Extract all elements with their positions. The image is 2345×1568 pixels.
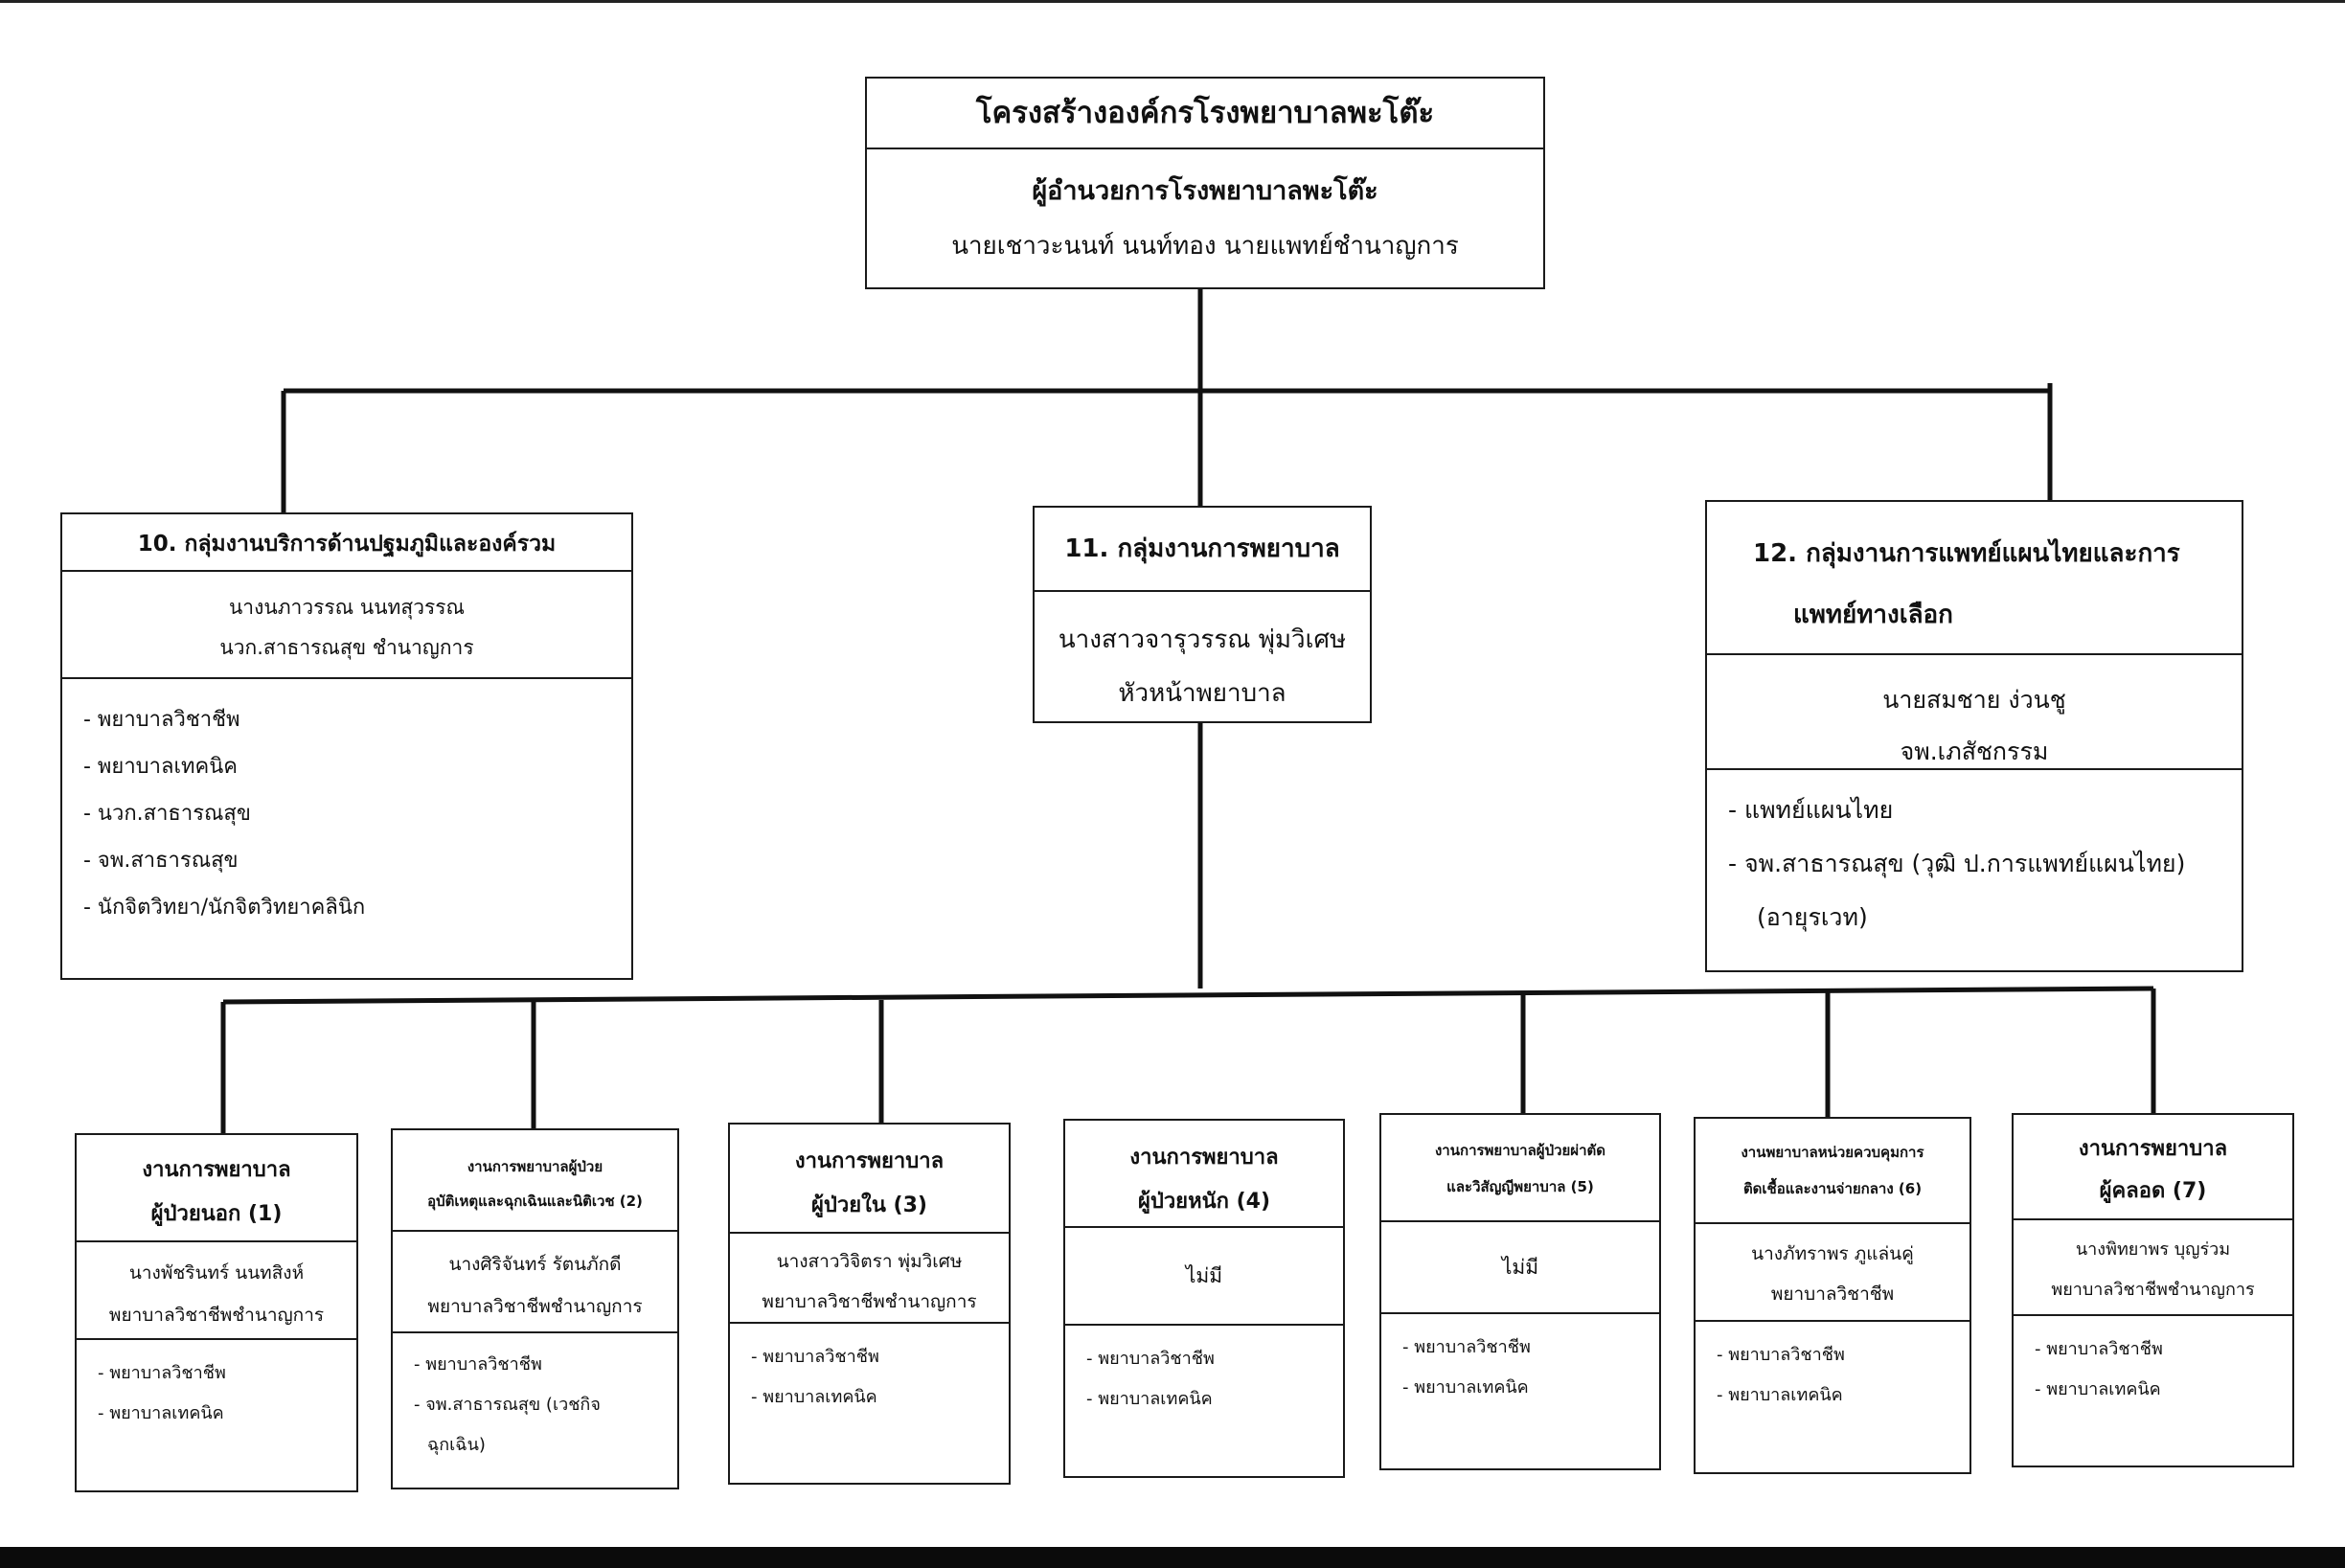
group-12-head-position: จพ.เภสัชกรรม (1900, 738, 2049, 765)
unit-2-staff-item: ฉุกเฉิน) (427, 1435, 486, 1455)
unit-7-staff-item: - พยาบาลวิชาชีพ (2035, 1339, 2163, 1359)
unit-5-title-line1: งานการพยาบาลผู้ป่วยผ่าตัด (1434, 1142, 1605, 1159)
unit-1-staff-item: - พยาบาลเทคนิค (98, 1403, 224, 1423)
group-10-title: 10. กลุ่มงานบริการด้านปฐมภูมิและองค์รวม (137, 532, 557, 557)
unit-7-head-position: พยาบาลวิชาชีพชำนาญการ (2051, 1280, 2255, 1300)
unit-5-title-line2: และวิสัญญีพยาบาล (5) (1446, 1178, 1594, 1195)
unit-5-head-name: ไม่มี (1501, 1255, 1539, 1279)
unit-4-title-line2: ผู้ป่วยหนัก (4) (1137, 1190, 1271, 1214)
group-10-staff-item: - จพ.สาธารณสุข (83, 849, 239, 873)
connector-lower-bar (222, 986, 2154, 1005)
unit-4-staff-item: - พยาบาลวิชาชีพ (1086, 1349, 1215, 1369)
unit-2-box: งานการพยาบาลผู้ป่วย อุบัติเหตุและฉุกเฉิน… (391, 1128, 679, 1489)
group-12-staff-item: - จพ.สาธารณสุข (วุฒิ ป.การแพทย์แผนไทย) (1728, 850, 2186, 877)
group-12-box: 12. กลุ่มงานการแพทย์แผนไทยและการ แพทย์ทา… (1705, 500, 2243, 972)
unit-4-head-name: ไม่มี (1185, 1263, 1223, 1287)
director-box: โครงสร้างองค์กรโรงพยาบาลพะโต๊ะ ผู้อำนวยก… (865, 77, 1545, 289)
unit-1-head-name: นางพัชรินทร์ นนทสิงห์ (128, 1262, 305, 1284)
group-10-staff-item: - นวก.สาธารณสุข (83, 802, 251, 826)
unit-4-title-line1: งานการพยาบาล (1129, 1146, 1279, 1170)
unit-6-head-position: พยาบาลวิชาชีพ (1770, 1284, 1895, 1305)
unit-3-staff-item: - พยาบาลวิชาชีพ (751, 1347, 879, 1367)
unit-3-head-position: พยาบาลวิชาชีพชำนาญการ (762, 1291, 977, 1312)
unit-7-title-line1: งานการพยาบาล (2078, 1137, 2228, 1161)
unit-5-staff-item: - พยาบาลวิชาชีพ (1402, 1337, 1531, 1357)
group-10-staff-item: - พยาบาลวิชาชีพ (83, 708, 240, 732)
unit-6-head-name: นางภัทราพร ภูแล่นคู่ (1751, 1243, 1914, 1264)
unit-7-box: งานการพยาบาล ผู้คลอด (7) นางพิทยาพร บุญร… (2012, 1113, 2294, 1467)
group-11-box: 11. กลุ่มงานการพยาบาล นางสาวจารุวรรณ พุ่… (1033, 506, 1372, 723)
unit-2-title-line2: อุบัติเหตุและฉุกเฉินและนิติเวช (2) (427, 1193, 643, 1210)
unit-3-staff-item: - พยาบาลเทคนิค (751, 1387, 877, 1407)
unit-7-title-line2: ผู้คลอด (7) (2099, 1179, 2207, 1203)
unit-6-box: งานพยาบาลหน่วยควบคุมการ ติดเชื้อและงานจ่… (1694, 1117, 1971, 1474)
group-10-head-name: นางนภาวรรณ นนทสุวรรณ (228, 596, 466, 619)
group-11-head-name: นางสาวจารุวรรณ พุ่มวิเศษ (1058, 625, 1347, 654)
unit-2-title-line1: งานการพยาบาลผู้ป่วย (467, 1158, 603, 1175)
group-10-box: 10. กลุ่มงานบริการด้านปฐมภูมิและองค์รวม … (60, 512, 633, 980)
group-12-title-line1: 12. กลุ่มงานการแพทย์แผนไทยและการ (1753, 539, 2180, 568)
group-12-head-name: นายสมชาย ง่วนชู (1882, 686, 2066, 714)
unit-7-staff-item: - พยาบาลเทคนิค (2035, 1379, 2161, 1399)
unit-4-box: งานการพยาบาล ผู้ป่วยหนัก (4) ไม่มี - พยา… (1063, 1119, 1345, 1478)
unit-4-staff-item: - พยาบาลเทคนิค (1086, 1389, 1213, 1409)
unit-5-box: งานการพยาบาลผู้ป่วยผ่าตัด และวิสัญญีพยาบ… (1379, 1113, 1661, 1470)
unit-6-staff-item: - พยาบาลเทคนิค (1717, 1385, 1843, 1405)
unit-3-title-line2: ผู้ป่วยใน (3) (811, 1193, 927, 1217)
unit-1-title-line2: ผู้ป่วยนอก (1) (150, 1202, 283, 1226)
unit-1-staff-item: - พยาบาลวิชาชีพ (98, 1363, 226, 1383)
group-12-staff-item: (อายุรเวท) (1757, 903, 1868, 931)
director-title: ผู้อำนวยการโรงพยาบาลพะโต๊ะ (1032, 176, 1378, 206)
group-11-title: 11. กลุ่มงานการพยาบาล (1064, 534, 1340, 563)
unit-6-staff-item: - พยาบาลวิชาชีพ (1717, 1345, 1845, 1365)
unit-2-head-position: พยาบาลวิชาชีพชำนาญการ (427, 1296, 643, 1317)
scan-top-edge (0, 0, 2345, 3)
group-10-staff-item: - พยาบาลเทคนิค (83, 755, 238, 779)
unit-3-head-name: นางสาววิจิตรา พุ่มวิเศษ (776, 1251, 963, 1272)
unit-2-staff-item: - พยาบาลวิชาชีพ (414, 1354, 542, 1375)
group-10-staff-item: - นักจิตวิทยา/นักจิตวิทยาคลินิก (83, 896, 366, 920)
unit-5-staff-item: - พยาบาลเทคนิค (1402, 1377, 1529, 1398)
unit-1-title-line1: งานการพยาบาล (142, 1158, 291, 1182)
group-11-head-position: หัวหน้าพยาบาล (1118, 679, 1286, 708)
director-name: นายเชาวะนนท์ นนท์ทอง นายแพทย์ชำนาญการ (951, 232, 1459, 261)
group-12-staff-item: - แพทย์แผนไทย (1728, 796, 1894, 824)
unit-3-box: งานการพยาบาล ผู้ป่วยใน (3) นางสาววิจิตรา… (728, 1123, 1011, 1485)
unit-7-head-name: นางพิทยาพร บุญร่วม (2075, 1239, 2231, 1260)
group-10-head-position: นวก.สาธารณสุข ชำนาญการ (219, 636, 474, 659)
unit-1-head-position: พยาบาลวิชาชีพชำนาญการ (108, 1305, 325, 1326)
unit-6-title-line1: งานพยาบาลหน่วยควบคุมการ (1741, 1144, 1924, 1161)
unit-2-staff-item: - จพ.สาธารณสุข (เวชกิจ (414, 1395, 601, 1415)
unit-1-box: งานการพยาบาล ผู้ป่วยนอก (1) นางพัชรินทร์… (75, 1133, 358, 1492)
group-12-title-line2: แพทย์ทางเลือก (1793, 601, 1953, 629)
unit-3-title-line1: งานการพยาบาล (794, 1149, 945, 1173)
unit-2-head-name: นางศิริจันทร์ รัตนภักดี (448, 1254, 622, 1275)
org-title: โครงสร้างองค์กรโรงพยาบาลพะโต๊ะ (867, 79, 1543, 148)
unit-6-title-line2: ติดเชื้อและงานจ่ายกลาง (6) (1742, 1180, 1923, 1197)
scan-bottom-edge (0, 1547, 2345, 1568)
org-title-text: โครงสร้างองค์กรโรงพยาบาลพะโต๊ะ (975, 96, 1435, 130)
